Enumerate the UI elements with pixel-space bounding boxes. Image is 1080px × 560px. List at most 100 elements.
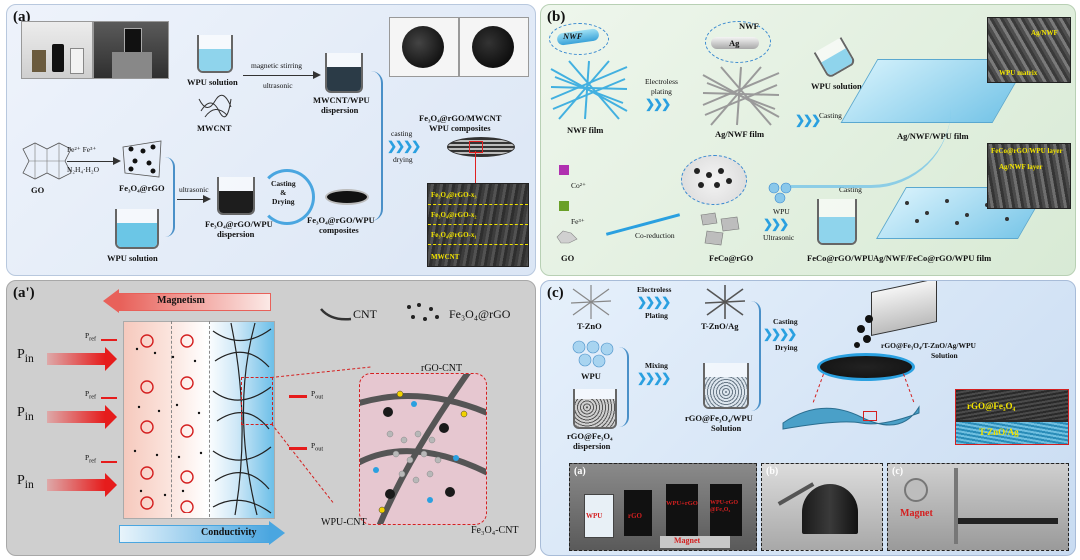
final-film-particles xyxy=(905,199,1009,225)
ultrasonic-label-1: ultrasonic xyxy=(263,81,293,90)
b-wpu-solution-label: WPU solution xyxy=(811,81,862,91)
fe3o4-rgo-icon xyxy=(122,140,162,178)
cnt-legend-icon xyxy=(320,308,352,321)
magnet-c-label: Magnet xyxy=(900,508,933,519)
nwf-film-icon xyxy=(550,60,628,120)
sem-divider-3 xyxy=(428,244,528,245)
c-plating-label: Plating xyxy=(645,311,668,320)
pin-symbol-2: P xyxy=(17,405,25,420)
pout-arrow-1 xyxy=(289,395,307,398)
b-wpu-label: WPU xyxy=(773,207,790,216)
mwcnt-wpu-beaker xyxy=(325,53,363,93)
casting-arrow: ❯❯❯❯ xyxy=(387,139,421,153)
pin-arrow-2 xyxy=(47,405,117,429)
panel-c-label: (c) xyxy=(547,285,564,301)
sem-label-mwcnt: MWCNT xyxy=(431,253,460,261)
b-casting-label-2: Casting xyxy=(839,185,862,194)
wpu-cnt-label: WPU-CNT xyxy=(321,517,367,528)
plating-label: plating xyxy=(651,87,672,96)
fe3o4-legend-label: Fe₃O₄@rGO xyxy=(449,307,511,321)
zoom-line xyxy=(475,151,476,183)
fe3o4-legend-icon xyxy=(407,303,439,321)
molecular-network xyxy=(360,374,486,524)
b-go-icon xyxy=(556,230,578,244)
c-drying-label: Drying xyxy=(775,343,798,352)
coreduction-label: Co-reduction xyxy=(635,231,675,240)
petri-dish xyxy=(325,189,369,205)
fe-ion-icon xyxy=(559,201,569,211)
pref-sub-3: ref xyxy=(89,457,97,465)
pref-arrow-2 xyxy=(101,397,117,399)
c-bracket xyxy=(751,301,761,411)
conductivity-label: Conductivity xyxy=(201,527,257,538)
pref-arrow-1 xyxy=(101,339,117,341)
feco-sheets-icon xyxy=(700,212,740,246)
c-wpu-label: WPU xyxy=(581,371,601,381)
c-wpu-spheres-icon xyxy=(572,340,614,368)
panel-a-prime: (a') Magnetism CNT Fe₃O₄@rGO xyxy=(6,280,536,556)
pout-sub-2: out xyxy=(315,445,324,453)
nwf-fiber-label: NWF xyxy=(563,31,583,41)
pin-arrow-3 xyxy=(47,473,117,497)
magnetism-label: Magnetism xyxy=(157,295,205,306)
tzno-ag-icon xyxy=(705,285,745,319)
fe-wpu-dispersion-beaker xyxy=(217,177,255,215)
zoom-box xyxy=(469,141,483,153)
ag-nwf-fiber-label: NWF xyxy=(739,21,759,31)
panel-b: (b) NWF NWF film Electroless plating ❯❯❯… xyxy=(540,4,1076,276)
go-sheet-icon xyxy=(22,142,72,180)
tzno-label: T-ZnO xyxy=(577,321,602,331)
rgo-dispersion-beaker xyxy=(573,389,617,429)
fe3o4-cnt-label: Fe₃O₄-CNT xyxy=(471,525,519,536)
jar-4 xyxy=(710,484,742,536)
layer2-label: T-ZnO/Ag xyxy=(979,427,1019,437)
pin-arrow-1 xyxy=(47,347,117,371)
arrow-ultrasonic xyxy=(177,199,203,200)
wpu-solution-beaker-2 xyxy=(115,209,159,249)
pref-symbol-1: P xyxy=(85,331,90,340)
co-ion-icon xyxy=(559,165,569,175)
pref-symbol-3: P xyxy=(85,453,90,462)
mixing-arrow: ❯❯❯❯ xyxy=(637,371,671,385)
pref-sub-2: ref xyxy=(89,393,97,401)
jar-2 xyxy=(624,490,652,536)
pouring-container xyxy=(871,281,937,337)
rgo-disp-label: rGO@Fe₃O₄ xyxy=(567,431,613,441)
fe-ions-label: Fe²⁺ Fe³⁺ xyxy=(67,145,97,154)
cnt-legend-label: CNT xyxy=(353,307,377,321)
sem-label-x2: Fe₃O₄@rGO-x₂ xyxy=(431,211,477,219)
pout-sub-1: out xyxy=(315,393,324,401)
pin-label-3: Pin xyxy=(17,473,34,491)
top-solution-label-2: Solution xyxy=(931,351,958,360)
rgo-sol-label: rGO@Fe₃O₄/WPU xyxy=(685,413,753,423)
photo-a: (a) WPU rGO WPU+rGO WPU-rGO@Fe₃O₄ Magnet xyxy=(569,463,757,551)
fe-ion-label: Fe³⁺ xyxy=(571,217,585,226)
rgo-solution-beaker xyxy=(703,363,749,409)
layer-detail-bottom xyxy=(956,422,1068,444)
jar-4-label: WPU-rGO@Fe₃O₄ xyxy=(710,500,738,513)
fe-composites-label-2: composites xyxy=(319,225,359,235)
final-film-label: Ag/NWF/FeCo@rGO/WPU film xyxy=(873,253,992,263)
panel-b-label: (b) xyxy=(547,9,566,25)
magnet-disc xyxy=(904,478,928,502)
casting-drying-label: Casting & Drying xyxy=(271,179,296,206)
pref-label-3: Pref xyxy=(85,453,96,465)
jar-1-label: WPU xyxy=(586,512,603,520)
stand xyxy=(954,468,958,544)
arrow-reduction-head xyxy=(113,157,121,165)
jar-3-label: WPU+rGO xyxy=(666,500,698,507)
ag-nwf-film-icon xyxy=(702,66,780,126)
arrow-stirring xyxy=(243,75,313,76)
pin-sub-2: in xyxy=(24,409,34,423)
pin-symbol-1: P xyxy=(17,347,25,362)
curly-bracket xyxy=(371,71,383,221)
layer-divider-1 xyxy=(171,321,173,517)
jar-1 xyxy=(584,494,614,538)
feco-bubble xyxy=(681,155,747,205)
mixing-label: Mixing xyxy=(645,361,668,370)
film-zoom-box xyxy=(863,411,877,421)
flexible-film xyxy=(782,405,920,430)
fe3o4-rgo-label: Fe₃O₄@rGO xyxy=(119,183,165,193)
mwcnt-wpu-label: MWCNT/WPU xyxy=(313,95,370,105)
b-sem-2-label-a: FeCo@rGO/WPU layer xyxy=(991,147,1063,155)
